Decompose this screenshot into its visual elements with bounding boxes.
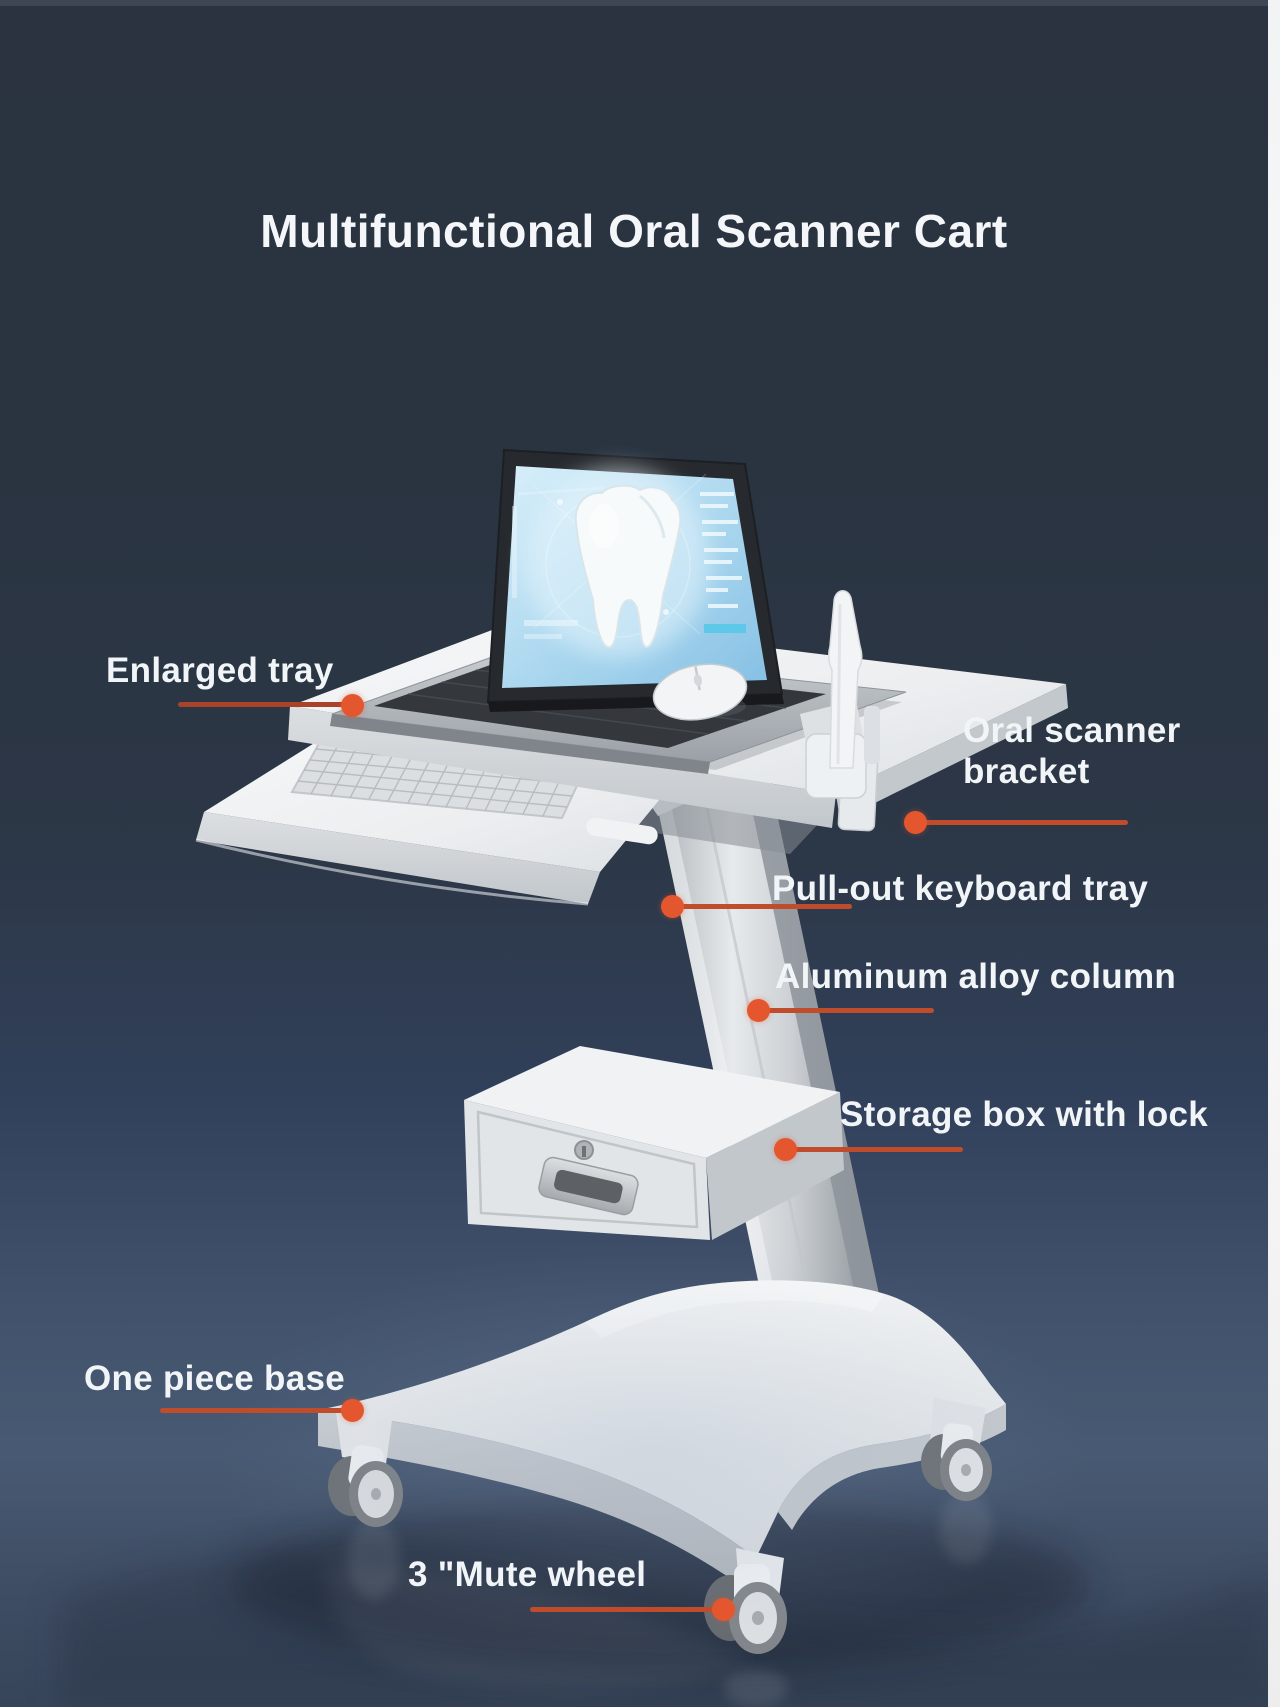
oral-scanner-wand [827, 590, 863, 769]
leader-dot [904, 811, 927, 834]
drawer-handle [538, 1156, 639, 1216]
mouse [652, 663, 748, 721]
oral-scanner-bracket [800, 590, 880, 832]
leader-line [160, 1408, 352, 1413]
caster-wheel-right [921, 1423, 992, 1501]
callout-pull-out-keyboard-tray: Pull-out keyboard tray [772, 869, 1149, 908]
laptop-screen [486, 448, 784, 712]
callout-oral-scanner-bracket: Oral scanner bracket [963, 711, 1181, 792]
right-edge-strip [1268, 0, 1280, 1707]
screen-hud [512, 486, 746, 639]
leader-line [178, 702, 362, 707]
callout-mute-wheel: 3 "Mute wheel [408, 1555, 647, 1594]
callout-storage-box-with-lock: Storage box with lock [840, 1095, 1209, 1134]
leader-dot [747, 999, 770, 1022]
leader-dot [712, 1598, 735, 1621]
leader-dot [341, 1399, 364, 1422]
tooth-icon [574, 484, 682, 648]
callout-one-piece-base: One piece base [84, 1359, 345, 1398]
caster-wheel-left [328, 1445, 403, 1527]
leader-line [530, 1607, 723, 1612]
floor-shadows [60, 1492, 1280, 1707]
callout-aluminum-alloy-column: Aluminum alloy column [775, 957, 1177, 996]
callout-enlarged-tray: Enlarged tray [106, 651, 334, 690]
storage-box [464, 1046, 844, 1240]
top-edge-strip [0, 0, 1280, 6]
leader-dot [774, 1138, 797, 1161]
leader-line [920, 820, 1128, 825]
laptop [330, 448, 907, 774]
leader-line [785, 1147, 963, 1152]
page-title: Multifunctional Oral Scanner Cart [260, 205, 1008, 257]
lock-keyhole-icon [574, 1140, 594, 1160]
leader-line [672, 904, 852, 909]
leader-dot [661, 895, 684, 918]
leader-line [758, 1008, 934, 1013]
leader-dot [341, 694, 364, 717]
